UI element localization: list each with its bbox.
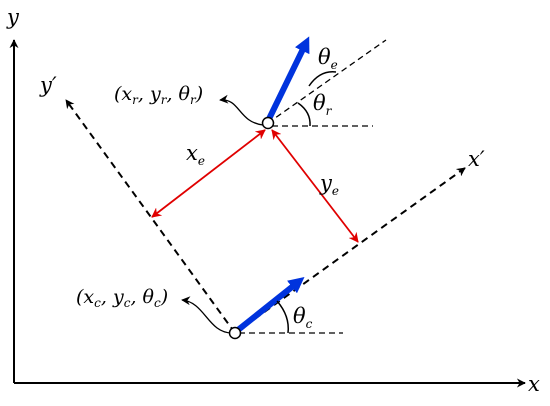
x-axis-label: x	[528, 372, 540, 396]
reference-pose-label: (xr, yr, θr)	[114, 83, 203, 107]
y-error-arrow	[271, 129, 359, 243]
current-heading-arrow	[236, 277, 305, 333]
x-error-arrow	[151, 129, 266, 218]
current-pointer	[181, 296, 233, 334]
reference-heading-arrow	[265, 36, 310, 123]
x-prime-label: x′	[468, 147, 485, 171]
current-point	[228, 326, 242, 340]
theta-e-label: θe	[318, 45, 338, 72]
reference-point	[261, 116, 275, 130]
y-prime-label: y′	[39, 73, 57, 97]
current-pose-label: (xc, yc, θc)	[76, 286, 168, 310]
y-error-label: ye	[319, 171, 339, 198]
theta-c-label: θc	[293, 304, 313, 331]
reference-heading-line	[267, 39, 387, 124]
y-axis-label: y	[6, 5, 20, 29]
theta-r-arc	[297, 102, 311, 127]
theta-c-arc	[276, 300, 290, 334]
theta-r-label: θr	[313, 91, 333, 118]
reference-pointer	[219, 94, 264, 126]
x-error-label: xe	[186, 141, 205, 168]
theta-e-arc	[308, 71, 337, 87]
